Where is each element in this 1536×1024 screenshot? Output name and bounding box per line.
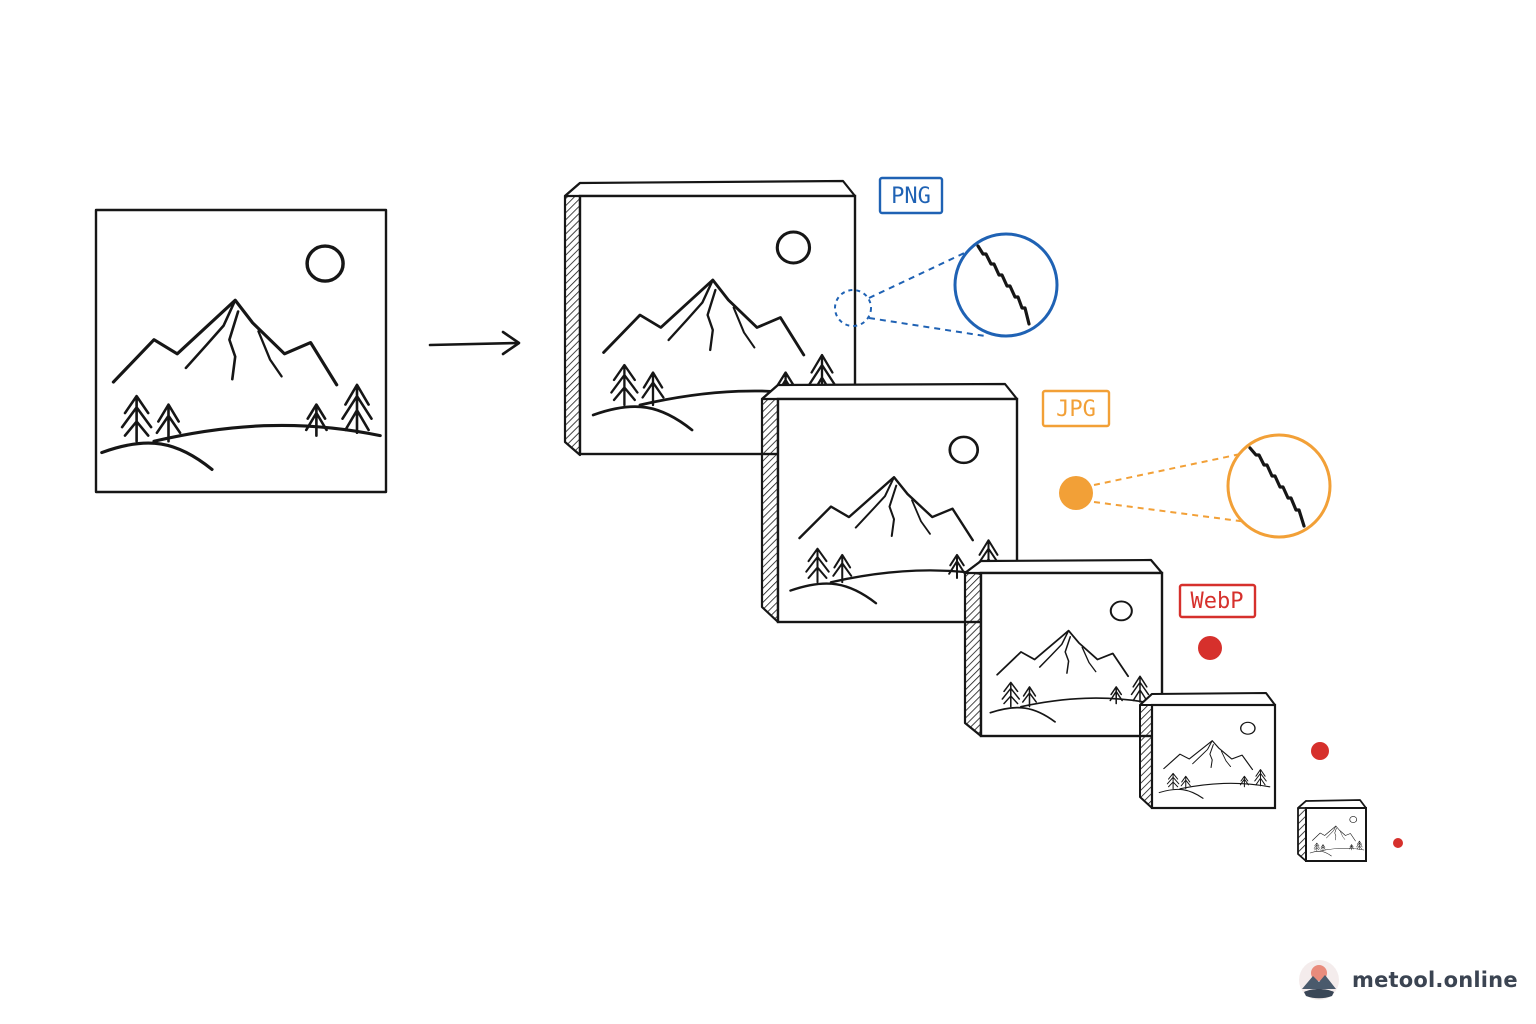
webp-dot-medium bbox=[1311, 742, 1329, 760]
arrow-icon bbox=[428, 330, 521, 356]
jpg-format-label: JPG bbox=[1041, 389, 1111, 428]
png-format-label: PNG bbox=[878, 176, 944, 215]
original-image-frame bbox=[94, 208, 388, 494]
webp-dot-large bbox=[1198, 636, 1222, 660]
webp-format-label: WebP bbox=[1178, 583, 1257, 619]
webp-image-box bbox=[963, 558, 1164, 738]
svg-text:PNG: PNG bbox=[891, 184, 931, 209]
brand-watermark: metool.online bbox=[1298, 956, 1518, 1004]
svg-text:WebP: WebP bbox=[1191, 589, 1244, 614]
brand-name: metool.online bbox=[1352, 968, 1518, 992]
webp-dot-small bbox=[1393, 838, 1403, 848]
mountain-sun-logo bbox=[1299, 960, 1339, 1000]
svg-text:JPG: JPG bbox=[1056, 397, 1096, 422]
small-image-box bbox=[1139, 692, 1277, 810]
jpg-edge-magnifier bbox=[1059, 433, 1332, 539]
png-edge-magnifier bbox=[834, 232, 1059, 338]
tiny-image-box bbox=[1297, 799, 1367, 862]
